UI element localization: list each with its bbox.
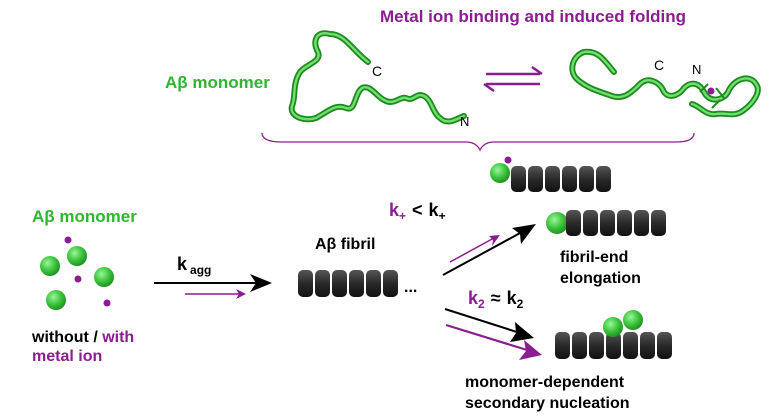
- metal-ion-dot: [103, 299, 111, 307]
- fibril-segment: [589, 332, 604, 359]
- rate-operator-approx: ≈: [491, 288, 501, 308]
- fibril-with-bound-monomer: [490, 156, 611, 192]
- fibril-segment: [640, 332, 655, 359]
- monomer-sphere: [46, 290, 66, 310]
- rate-k2-1: k: [468, 288, 479, 308]
- metal-ion-dot: [74, 275, 82, 283]
- fibril-segment: [634, 210, 649, 236]
- kagg-k: k: [177, 254, 188, 274]
- unfolded-peptide-chain: [288, 30, 467, 125]
- rate-sub2-1: 2: [478, 297, 485, 311]
- condition-label-line2: metal ion: [32, 348, 102, 365]
- fibril-segment: [366, 270, 381, 297]
- fibril-segment: [383, 270, 398, 297]
- c-terminus-label-right: C: [654, 57, 664, 73]
- folded-peptide-with-metal: [569, 48, 761, 118]
- rate-operator-lt: <: [412, 200, 423, 220]
- fibril-segment: [298, 270, 313, 297]
- fibril-continuation-dots: ...: [404, 279, 417, 296]
- fibril-segment: [332, 270, 347, 297]
- rate-k-plus-1: k: [389, 200, 400, 220]
- n-terminus-label-right: N: [692, 62, 701, 77]
- fibril-segment: [579, 166, 594, 192]
- nucleation-arrow-black: [444, 308, 534, 342]
- monomer-sphere: [603, 317, 623, 337]
- metal-ion-dot: [64, 236, 72, 244]
- fibril-segment: [349, 270, 364, 297]
- fibril-segment: [657, 332, 672, 359]
- kagg-arrow-purple: [185, 289, 246, 299]
- elongation-arrow-purple: [449, 235, 500, 263]
- top-monomer-label: Aβ monomer: [165, 73, 270, 92]
- monomer-sphere: [40, 256, 60, 276]
- monomer-sphere: [94, 267, 114, 287]
- fibril-segment: [651, 210, 666, 236]
- rate-sub-plus-2: +: [439, 209, 446, 223]
- rate-sub2-2: 2: [517, 297, 524, 311]
- fibril-segment: [623, 332, 638, 359]
- fibril-segment: [600, 210, 615, 236]
- monomer-sphere: [490, 163, 510, 183]
- nucleation-arrow-purple: [445, 323, 542, 360]
- nucleation-label-line1: monomer-dependent: [465, 374, 625, 391]
- monomer-sphere: [623, 310, 643, 330]
- folding-title: Metal ion binding and induced folding: [380, 7, 686, 26]
- kagg-arrow-black: [154, 274, 272, 292]
- monomer-cluster: [40, 236, 114, 310]
- kagg-sub: agg: [190, 263, 211, 277]
- rate-k2-2: k: [507, 288, 518, 308]
- fibril-segment: [545, 166, 560, 192]
- without-text: without /: [31, 329, 102, 346]
- bound-metal-ion: [707, 87, 715, 95]
- equilibrium-arrows: [483, 65, 543, 93]
- monomer-sphere: [67, 246, 87, 266]
- elongation-arrow-black: [442, 224, 536, 276]
- fibril-segment: [596, 166, 611, 192]
- monomer-sphere: [546, 212, 568, 234]
- fibril-label: Aβ fibril: [315, 236, 375, 253]
- fibril-segments: [298, 270, 398, 297]
- fibril-segment: [572, 332, 587, 359]
- left-monomer-label: Aβ monomer: [32, 207, 137, 226]
- fibril-segment: [617, 210, 632, 236]
- elongation-rate-label: k+<k+: [389, 200, 446, 223]
- nucleation-rate-label: k2≈k2: [468, 288, 524, 311]
- fibril-with-surface-monomers: [555, 310, 672, 359]
- elongation-label-line1: fibril-end: [560, 249, 628, 266]
- fibril-segment: [528, 166, 543, 192]
- with-text: with: [101, 329, 134, 346]
- grouping-brace: [261, 132, 695, 152]
- metal-ion-dot: [504, 156, 512, 164]
- fibril-segment: [555, 332, 570, 359]
- n-terminus-label-left: N: [460, 114, 469, 129]
- condition-label-line1: without / with: [31, 329, 134, 346]
- fibril-segment: [511, 166, 526, 192]
- fibril-segment: [583, 210, 598, 236]
- elongated-fibril: [546, 210, 666, 236]
- fibril-segment: [606, 332, 621, 359]
- fibril-segment: [315, 270, 330, 297]
- rate-k-plus-2: k: [429, 200, 440, 220]
- elongation-label-line2: elongation: [560, 270, 641, 287]
- fibril-segment: [562, 166, 577, 192]
- nucleation-label-line2: secondary nucleation: [465, 395, 630, 412]
- rate-sub-plus-1: +: [399, 209, 406, 223]
- fibril-segment: [566, 210, 581, 236]
- c-terminus-label-left: C: [372, 63, 382, 79]
